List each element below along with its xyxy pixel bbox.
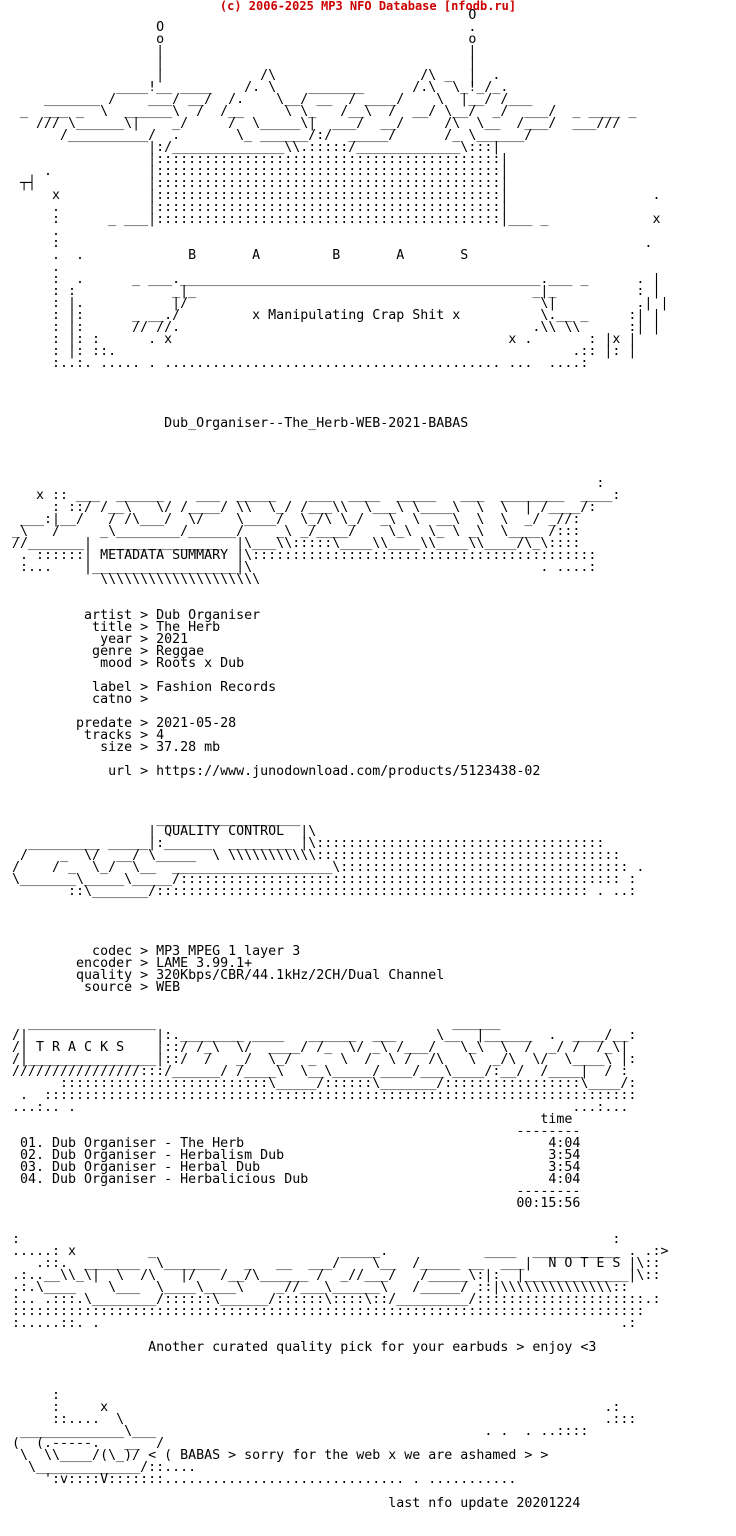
site-header: (c) 2006-2025 MP3 NFO Database [nfodb.ru…: [219, 0, 517, 13]
nfo-text: O O . o o | |: [12, 8, 669, 1511]
